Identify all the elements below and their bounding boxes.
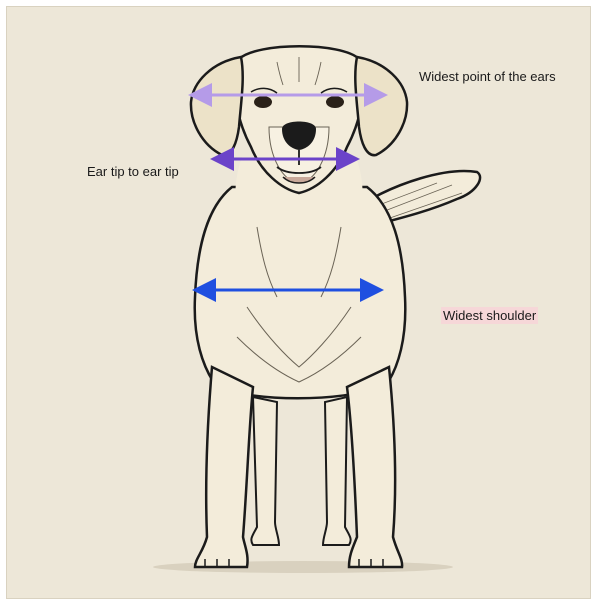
- dog-right-eye: [326, 96, 344, 108]
- dog-left-ear: [191, 57, 243, 155]
- diagram-canvas: Widest point of the ears Ear tip to ear …: [6, 6, 591, 599]
- ears-widest-label: Widest point of the ears: [419, 69, 556, 84]
- dog-front-left-leg: [195, 367, 253, 567]
- dog-left-eye: [254, 96, 272, 108]
- dog-illustration: [7, 7, 591, 599]
- dog-right-ear: [355, 57, 407, 155]
- shoulder-label: Widest shoulder: [441, 307, 538, 324]
- ear-tip-label: Ear tip to ear tip: [87, 164, 179, 179]
- dog-front-right-leg: [347, 367, 402, 567]
